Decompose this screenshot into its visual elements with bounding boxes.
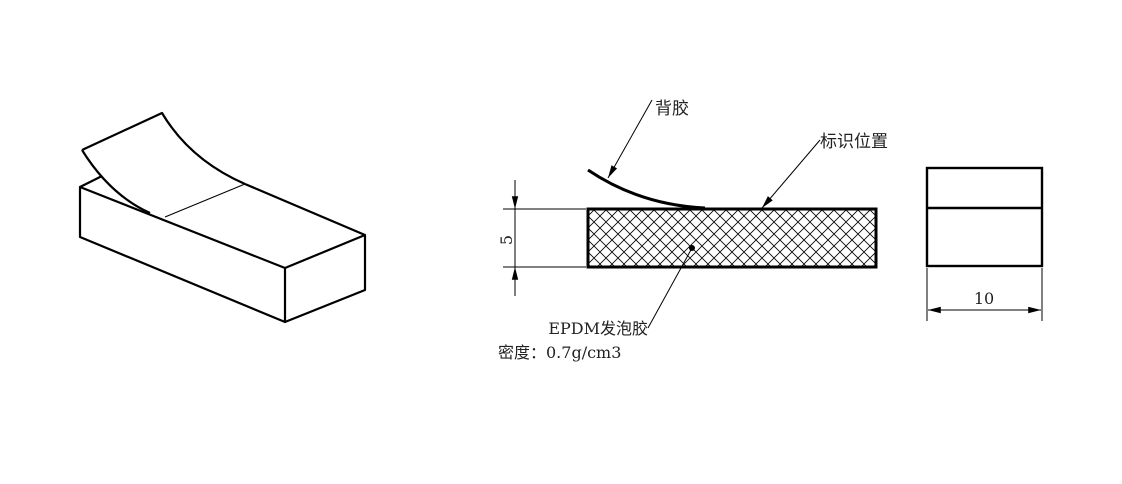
isometric-view bbox=[78, 111, 367, 324]
section-view: 5 背胶 标识位置 EPDM发泡胶 密度：0.7g/cm3 bbox=[497, 99, 888, 362]
backing-adhesive-curve bbox=[587, 168, 706, 210]
dim-thickness-label: 5 bbox=[497, 235, 516, 245]
leader-material bbox=[647, 247, 693, 329]
block-right-face bbox=[284, 233, 367, 324]
label-marking-position: 标识位置 bbox=[820, 132, 888, 152]
leader-dot bbox=[689, 245, 695, 251]
label-material: EPDM发泡胶 bbox=[548, 319, 648, 338]
block-back-left-edge bbox=[79, 175, 103, 188]
dim-width-label: 10 bbox=[974, 289, 994, 308]
label-density: 密度：0.7g/cm3 bbox=[498, 343, 621, 362]
label-backing-adhesive: 背胶 bbox=[655, 99, 689, 119]
leader-marking bbox=[761, 139, 821, 209]
side-view bbox=[925, 166, 1044, 321]
foam-section bbox=[586, 207, 878, 269]
block-front-face bbox=[78, 185, 287, 324]
peeled-tape bbox=[81, 111, 246, 215]
block-back-edge bbox=[244, 182, 366, 237]
tape-fold-line bbox=[164, 183, 246, 218]
leader-backing bbox=[607, 99, 653, 179]
